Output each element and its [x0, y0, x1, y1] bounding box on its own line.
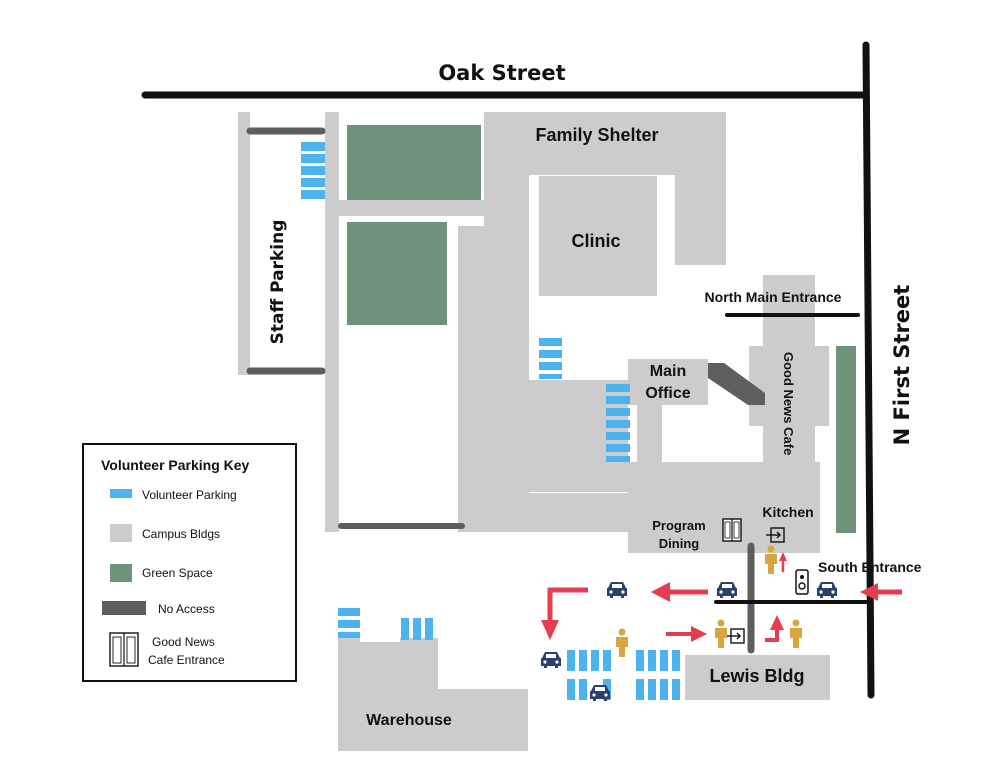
volunteer-parking-spots	[338, 338, 680, 700]
program-dining-label-line2: Dining	[659, 536, 699, 551]
staff-volunteer-parking	[301, 142, 325, 199]
double-door-icon	[109, 632, 139, 667]
route-arrows	[541, 552, 902, 642]
clinic-building	[539, 176, 657, 296]
program-dining-label-line1: Program	[652, 518, 705, 533]
main-office-label-line1: Main	[650, 363, 686, 380]
staff-parking-strip-left	[238, 112, 250, 375]
n-first-street-road	[862, 41, 875, 699]
staff-parking-strip-right	[325, 112, 339, 532]
person-icon	[715, 619, 727, 648]
legend-label-parking: Volunteer Parking	[142, 488, 237, 502]
n-first-street-label: N First Street	[890, 285, 914, 446]
south-entrance-label: South Entrance	[818, 559, 922, 575]
legend-swatch-green	[110, 564, 132, 582]
person-icon	[790, 619, 802, 648]
car-icon	[717, 582, 737, 598]
oak-street-label: Oak Street	[438, 61, 565, 85]
person-icon	[616, 628, 628, 657]
campus-buildings	[338, 112, 830, 751]
kitchen-label: Kitchen	[762, 504, 813, 520]
good-news-cafe-label: Good News Cafe	[781, 352, 796, 455]
green-space-east	[836, 346, 856, 533]
legend-label-no-access: No Access	[158, 602, 215, 616]
legend: Volunteer Parking Key Volunteer Parking …	[82, 443, 297, 682]
legend-swatch-no-access	[102, 601, 146, 615]
family-shelter-label: Family Shelter	[535, 125, 658, 145]
green-space-middle	[347, 222, 447, 325]
main-office-connector	[708, 363, 765, 405]
legend-swatch-parking	[110, 489, 132, 498]
staff-parking-label: Staff Parking	[268, 220, 288, 345]
warehouse-label: Warehouse	[366, 712, 452, 729]
legend-label-green: Green Space	[142, 566, 213, 580]
lewis-bldg-label: Lewis Bldg	[709, 666, 804, 686]
legend-title: Volunteer Parking Key	[101, 457, 250, 473]
north-main-entrance-label: North Main Entrance	[705, 289, 842, 305]
legend-label-cafe-line1: Good News	[152, 635, 215, 649]
legend-label-buildings: Campus Bldgs	[142, 527, 220, 541]
cafe-entrance-door-icon	[722, 518, 742, 542]
car-icon	[590, 685, 610, 701]
main-office-label-line2: Office	[645, 385, 690, 402]
doorbell-icon	[795, 569, 809, 595]
car-icon	[817, 582, 837, 598]
car-icon	[607, 582, 627, 598]
clinic-label: Clinic	[571, 231, 620, 251]
legend-label-cafe-line2: Cafe Entrance	[148, 653, 225, 667]
legend-swatch-buildings	[110, 524, 132, 542]
lewis-entry-icon	[725, 628, 745, 644]
green-space-top	[347, 125, 481, 200]
car-icon	[541, 652, 561, 668]
